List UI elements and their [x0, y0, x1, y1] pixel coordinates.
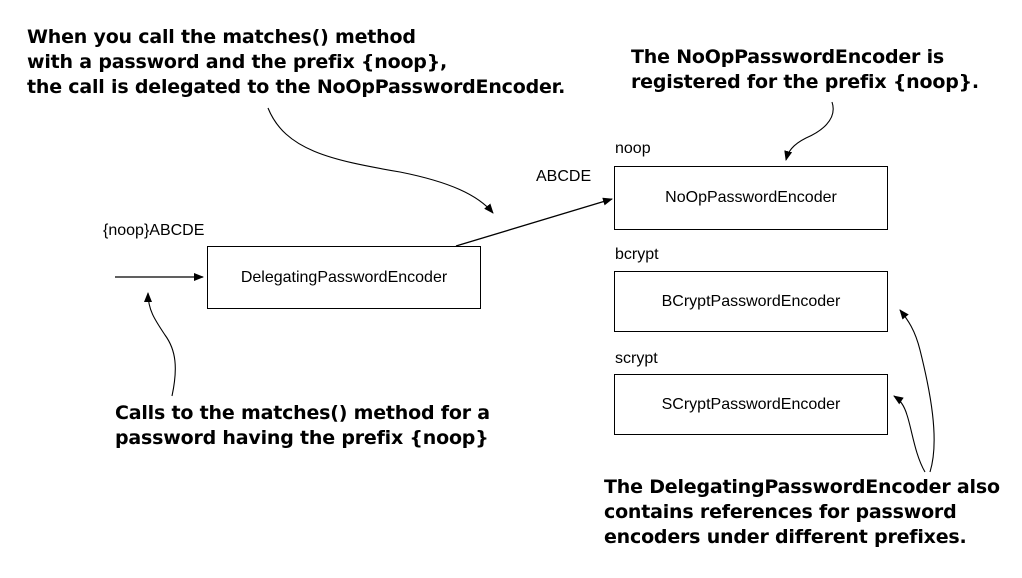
delegation-note-pointer: [267, 107, 494, 214]
references-note-pointer-bcrypt: [899, 309, 935, 473]
references-note: The DelegatingPasswordEncoder also conta…: [604, 476, 1000, 548]
references-note-pointer-scrypt: [893, 395, 926, 473]
registration-note: The NoOpPasswordEncoder is registered fo…: [631, 46, 979, 93]
scrypt-password-encoder-label: SCryptPasswordEncoder: [661, 395, 841, 413]
scrypt-prefix-label: scrypt: [615, 350, 658, 367]
bcrypt-prefix-label: bcrypt: [615, 246, 659, 263]
input-password-label: {noop}ABCDE: [103, 222, 205, 239]
delegating-password-encoder-label: DelegatingPasswordEncoder: [240, 268, 448, 286]
delegation-note: When you call the matches() method with …: [27, 26, 566, 98]
calls-note-pointer: [144, 292, 176, 397]
scrypt-password-encoder-box: SCryptPasswordEncoder: [614, 374, 888, 435]
registration-note-pointer: [784, 101, 834, 161]
noop-password-encoder-label: NoOpPasswordEncoder: [665, 189, 837, 206]
bcrypt-password-encoder-box: BCryptPasswordEncoder: [614, 271, 888, 332]
delegation-arrow: [455, 197, 613, 247]
bcrypt-password-encoder-label: BCryptPasswordEncoder: [661, 292, 841, 310]
delegating-password-encoder-box: DelegatingPasswordEncoder: [207, 246, 481, 309]
delegated-password-label: ABCDE: [536, 168, 592, 185]
noop-password-encoder-box: NoOpPasswordEncoder: [614, 166, 888, 230]
calls-note: Calls to the matches() method for a pass…: [115, 402, 490, 449]
noop-prefix-label: noop: [615, 140, 651, 157]
